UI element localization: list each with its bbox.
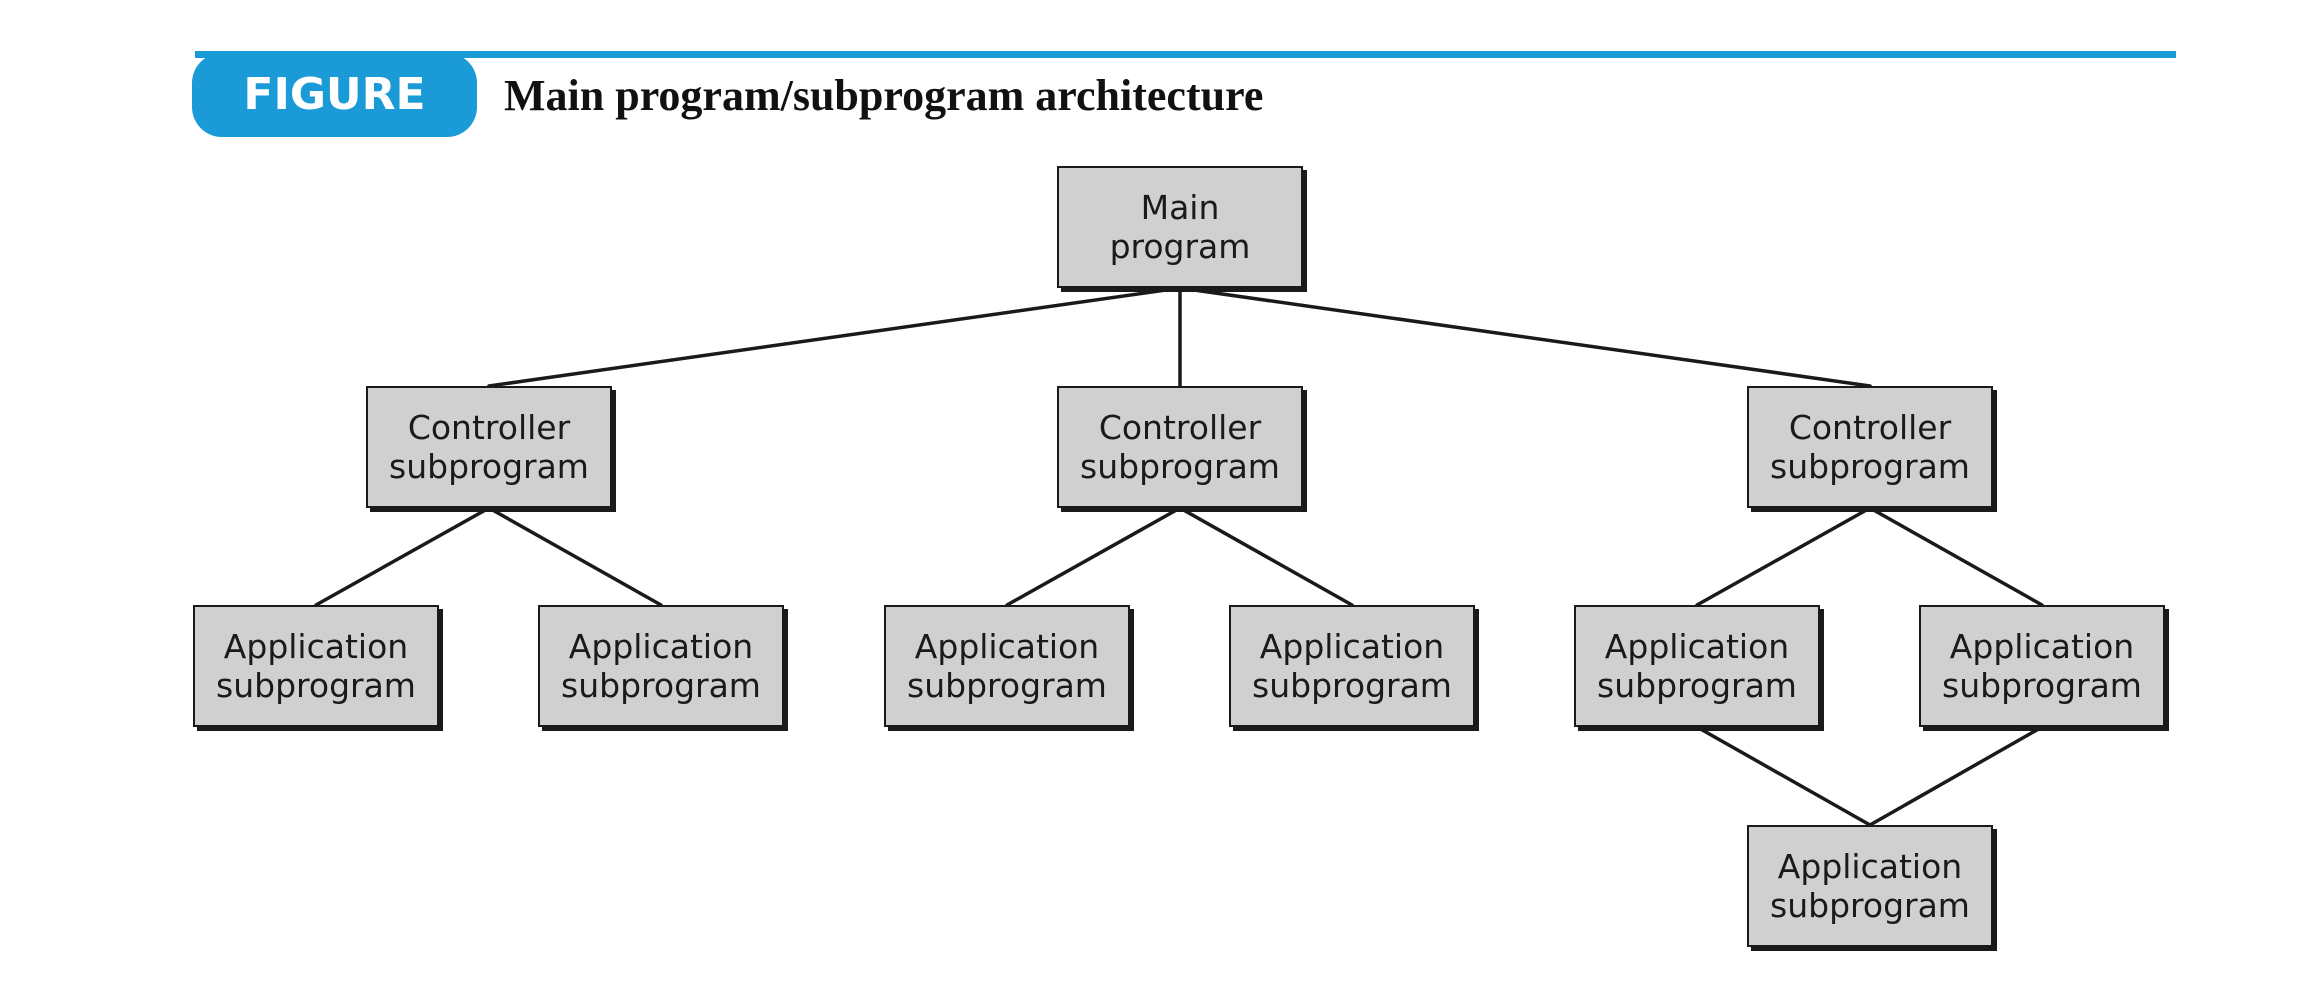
connector-controller_left-to-app_1: [314, 506, 491, 607]
application-subprogram-label: Application subprogram: [1770, 847, 1970, 925]
application-subprogram-box: Application subprogram: [1919, 605, 2165, 727]
controller-subprogram-box-left: Controller subprogram: [366, 386, 612, 508]
application-subprogram-label: Application subprogram: [216, 627, 416, 705]
application-subprogram-box: Application subprogram: [884, 605, 1130, 727]
application-subprogram-label: Application subprogram: [561, 627, 761, 705]
application-subprogram-box: Application subprogram: [1229, 605, 1475, 727]
connector-main-to-controller_right: [1178, 286, 1872, 388]
connector-controller_right-to-app_6: [1868, 506, 2044, 607]
application-subprogram-label: Application subprogram: [1597, 627, 1797, 705]
controller-subprogram-label: Controller subprogram: [1770, 408, 1970, 486]
application-subprogram-label: Application subprogram: [1942, 627, 2142, 705]
controller-subprogram-box-right: Controller subprogram: [1747, 386, 1993, 508]
application-subprogram-box: Application subprogram: [1574, 605, 1820, 727]
connector-main-to-controller_left: [487, 286, 1182, 388]
application-subprogram-box: Application subprogram: [1747, 825, 1993, 947]
application-subprogram-box: Application subprogram: [193, 605, 439, 727]
application-subprogram-label: Application subprogram: [907, 627, 1107, 705]
connector-controller_center-to-app_3: [1005, 506, 1182, 607]
connector-controller_left-to-app_2: [487, 506, 663, 607]
connector-app_5-to-app_7: [1695, 725, 1872, 827]
connector-controller_center-to-app_4: [1178, 506, 1354, 607]
figure-title: Main program/subprogram architecture: [504, 71, 1264, 120]
main-program-box: Main program: [1057, 166, 1303, 288]
header-rule: [195, 51, 2176, 58]
controller-subprogram-label: Controller subprogram: [389, 408, 589, 486]
application-subprogram-label: Application subprogram: [1252, 627, 1452, 705]
figure-number-badge: FIGURE 10.3: [192, 53, 477, 204]
connector-controller_right-to-app_5: [1695, 506, 1872, 607]
main-program-label: Main program: [1109, 188, 1251, 266]
application-subprogram-box: Application subprogram: [538, 605, 784, 727]
controller-subprogram-box-center: Controller subprogram: [1057, 386, 1303, 508]
controller-subprogram-label: Controller subprogram: [1080, 408, 1280, 486]
connector-app_6-to-app_7: [1868, 725, 2044, 827]
